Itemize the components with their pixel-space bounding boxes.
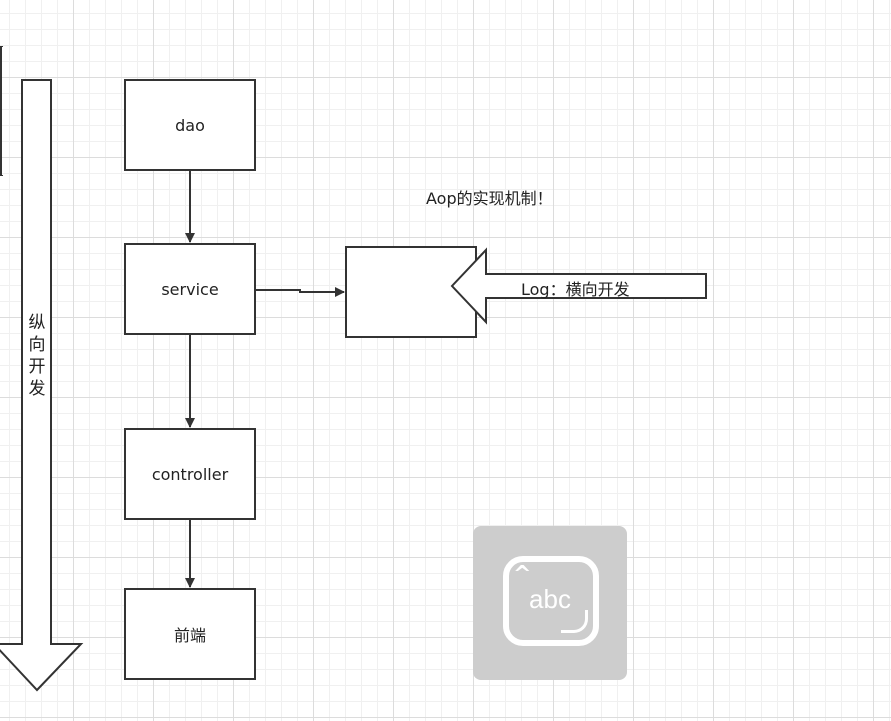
caret-icon: ^ — [513, 562, 532, 587]
vertical-development-arrow[interactable] — [0, 79, 84, 692]
controller-box[interactable]: controller — [124, 428, 256, 520]
keyboard-abc-icon — [503, 556, 599, 646]
service-label: service — [161, 279, 219, 299]
vertical-arrow-label: 纵向开发 — [28, 313, 46, 399]
widget-text: abc — [529, 584, 571, 614]
dao-label: dao — [175, 115, 205, 135]
input-method-widget[interactable]: ^ abc — [473, 526, 627, 680]
dao-box[interactable]: dao — [124, 79, 256, 171]
frontend-box[interactable]: 前端 — [124, 588, 256, 680]
service-box[interactable]: service — [124, 243, 256, 335]
curve-icon — [561, 610, 588, 633]
controller-label: controller — [151, 464, 229, 484]
frontend-label: 前端 — [173, 626, 206, 645]
aspect-box[interactable] — [345, 246, 477, 338]
connector-service-aspect[interactable] — [256, 287, 345, 297]
aop-note: Aop的实现机制！ — [426, 189, 553, 208]
clipped-edge-shape — [0, 46, 3, 176]
horizontal-arrow-label: Log：横向开发 — [521, 280, 630, 299]
